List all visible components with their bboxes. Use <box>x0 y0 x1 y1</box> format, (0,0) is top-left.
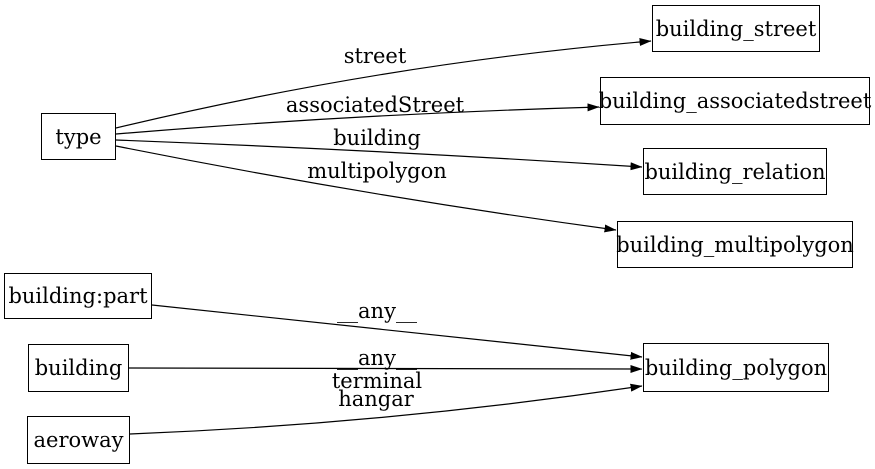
node-building-associatedstreet-label: building_associatedstreet <box>598 89 872 113</box>
edge-label-any-building-part: __any__ <box>337 299 417 323</box>
node-building-street: building_street <box>652 5 820 52</box>
node-aeroway: aeroway <box>27 416 130 464</box>
edge-label-any-building: __any__ <box>337 346 417 370</box>
edge-label-terminal: terminal <box>332 369 423 393</box>
node-aeroway-label: aeroway <box>33 428 124 452</box>
node-building-part-label: building:part <box>8 284 148 308</box>
edge-type-to-building-associatedstreet <box>115 103 600 135</box>
node-building-label: building <box>34 356 123 380</box>
node-building-relation: building_relation <box>643 148 827 195</box>
node-building-polygon-label: building_polygon <box>644 355 828 380</box>
edge-type-to-building-street <box>115 37 652 129</box>
node-building-multipolygon: building_multipolygon <box>616 221 854 268</box>
edge-type-to-building-relation <box>115 139 643 171</box>
edge-label-hangar: hangar <box>338 387 415 411</box>
edge-building-to-building-polygon <box>128 364 643 373</box>
edge-label-street: street <box>344 44 407 68</box>
node-building-street-label: building_street <box>655 16 817 41</box>
node-building-associatedstreet: building_associatedstreet <box>598 77 872 125</box>
node-type: type <box>41 113 116 160</box>
node-type-label: type <box>55 124 102 149</box>
edge-label-associatedstreet: associatedStreet <box>286 93 465 117</box>
edge-type-to-building-multipolygon <box>115 145 617 233</box>
node-building-multipolygon-label: building_multipolygon <box>616 232 854 257</box>
node-building: building <box>28 344 129 392</box>
edge-label-building: building <box>333 126 421 150</box>
edge-aeroway-to-building-polygon <box>129 383 643 435</box>
edge-label-multipolygon: multipolygon <box>307 159 447 183</box>
node-building-part: building:part <box>4 273 152 319</box>
node-building-relation-label: building_relation <box>644 159 826 184</box>
edge-building-part-to-building-polygon <box>151 304 643 360</box>
node-building-polygon: building_polygon <box>643 343 829 392</box>
